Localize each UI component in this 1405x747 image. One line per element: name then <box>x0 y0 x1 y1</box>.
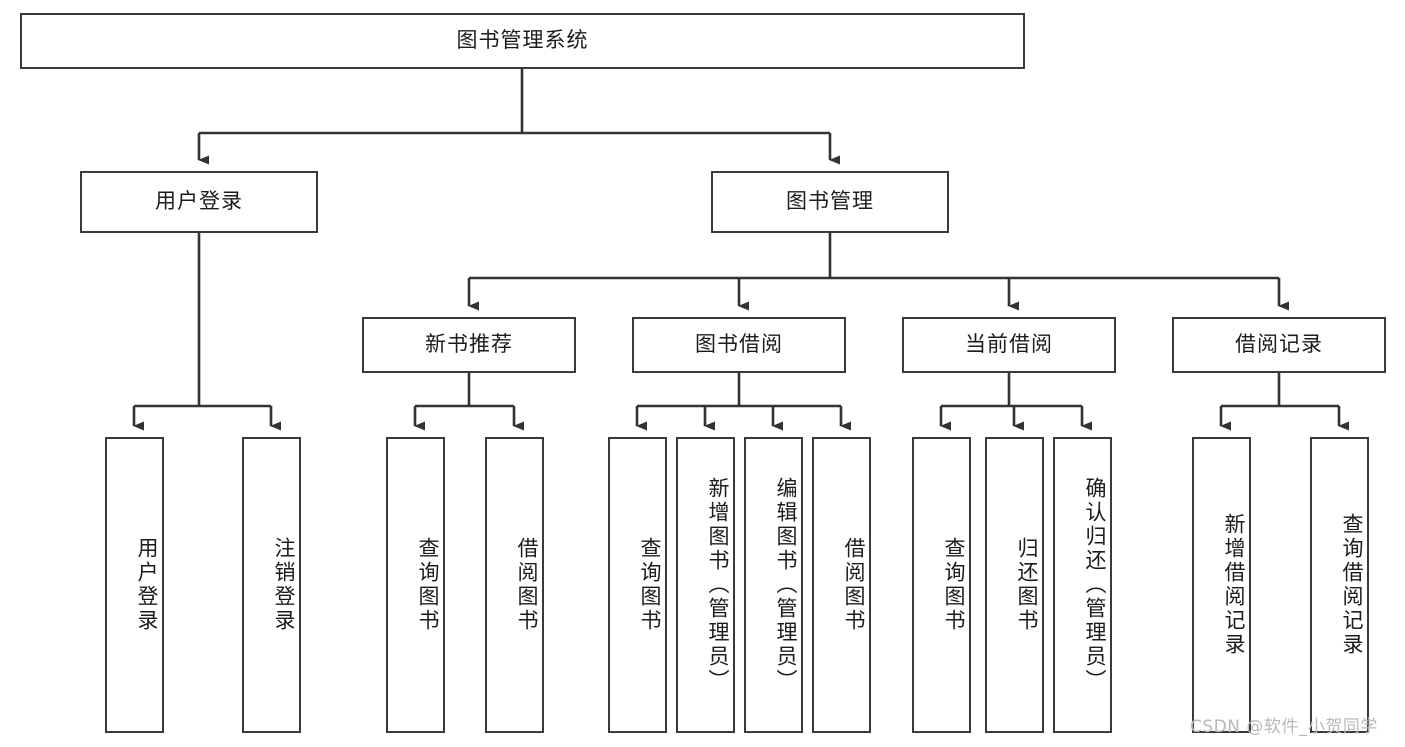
node-leaf-add-record-label: 新增借阅记录 <box>1222 513 1246 657</box>
node-leaf-query-record[interactable]: 查询借阅记录 <box>1310 437 1369 733</box>
node-leaf-return-book-label: 归还图书 <box>1015 537 1039 633</box>
node-leaf-confirm-return[interactable]: 确认归还（管理员） <box>1053 437 1112 733</box>
node-leaf-user-login-label: 用户登录 <box>135 537 159 633</box>
node-book-borrow-label: 图书借阅 <box>695 332 783 357</box>
node-leaf-borrow-book-1-label: 借阅图书 <box>515 537 539 633</box>
node-leaf-user-logout-label: 注销登录 <box>272 537 296 633</box>
watermark: CSDN @软件_小贺同学 <box>1190 717 1378 737</box>
node-root-label: 图书管理系统 <box>456 28 589 53</box>
node-book-management[interactable]: 图书管理 <box>711 171 949 233</box>
node-user-login-label: 用户登录 <box>155 189 243 214</box>
node-book-borrow[interactable]: 图书借阅 <box>632 317 846 373</box>
node-leaf-edit-book-label: 编辑图书（管理员） <box>774 477 798 693</box>
node-leaf-user-logout[interactable]: 注销登录 <box>242 437 301 733</box>
node-borrow-record-label: 借阅记录 <box>1235 332 1323 357</box>
node-user-login[interactable]: 用户登录 <box>80 171 318 233</box>
node-borrow-record[interactable]: 借阅记录 <box>1172 317 1386 373</box>
node-leaf-user-login[interactable]: 用户登录 <box>105 437 164 733</box>
node-root[interactable]: 图书管理系统 <box>20 13 1025 69</box>
node-leaf-query-book-1-label: 查询图书 <box>416 537 440 633</box>
node-leaf-borrow-book-1[interactable]: 借阅图书 <box>485 437 544 733</box>
node-leaf-borrow-book-2[interactable]: 借阅图书 <box>812 437 871 733</box>
node-leaf-query-record-label: 查询借阅记录 <box>1340 513 1364 657</box>
node-leaf-query-book-3-label: 查询图书 <box>942 537 966 633</box>
node-current-borrow-label: 当前借阅 <box>965 332 1053 357</box>
node-new-book-recommend-label: 新书推荐 <box>425 332 513 357</box>
node-leaf-add-book-label: 新增图书（管理员） <box>706 477 730 693</box>
node-leaf-query-book-2[interactable]: 查询图书 <box>608 437 667 733</box>
node-leaf-query-book-1[interactable]: 查询图书 <box>386 437 445 733</box>
node-leaf-confirm-return-label: 确认归还（管理员） <box>1083 477 1107 693</box>
node-new-book-recommend[interactable]: 新书推荐 <box>362 317 576 373</box>
node-leaf-add-book[interactable]: 新增图书（管理员） <box>676 437 735 733</box>
node-leaf-borrow-book-2-label: 借阅图书 <box>842 537 866 633</box>
node-leaf-edit-book[interactable]: 编辑图书（管理员） <box>744 437 803 733</box>
node-current-borrow[interactable]: 当前借阅 <box>902 317 1116 373</box>
node-leaf-query-book-2-label: 查询图书 <box>638 537 662 633</box>
node-leaf-add-record[interactable]: 新增借阅记录 <box>1192 437 1251 733</box>
node-book-management-label: 图书管理 <box>786 189 874 214</box>
node-leaf-query-book-3[interactable]: 查询图书 <box>912 437 971 733</box>
node-leaf-return-book[interactable]: 归还图书 <box>985 437 1044 733</box>
